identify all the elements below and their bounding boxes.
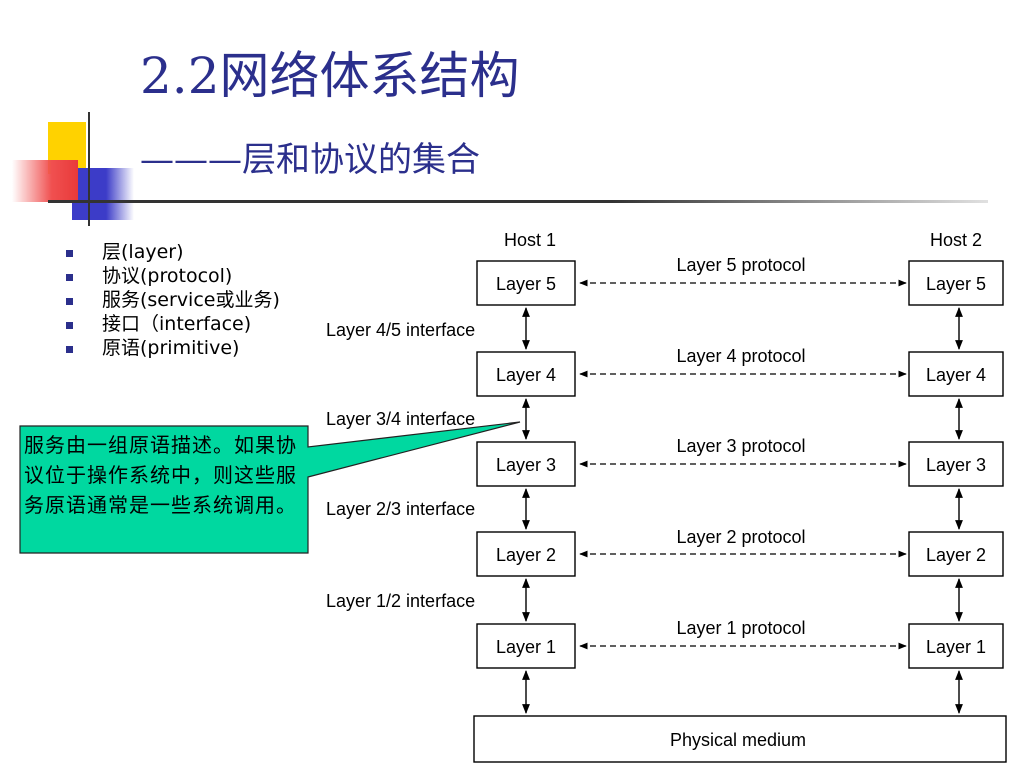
callout-bubble [19,421,521,554]
host1-layer4-box [476,351,576,397]
physical-medium-box [473,715,1007,763]
deco-red-square [12,160,78,202]
physical-medium-label: Physical medium [670,730,806,750]
host1-layer3-box [476,441,576,487]
host1-layer5-label: Layer 5 [496,274,556,294]
layer1-protocol-label: Layer 1 protocol [676,618,805,638]
bullet-item-protocol: 协议(protocol) [62,264,280,288]
bullet-list: 层(layer) 协议(protocol) 服务(service或业务) 接口（… [62,240,280,360]
host2-layer2-box [908,531,1004,577]
bullet-item-service: 服务(service或业务) [62,288,280,312]
host1-layer3-label: Layer 3 [496,455,556,475]
host2-layer5-box [908,260,1004,306]
bullet-item-interface: 接口（interface) [62,312,280,336]
host1-layer1-label: Layer 1 [496,637,556,657]
interface-label-34: Layer 3/4 interface [326,409,475,429]
host2-layer2-label: Layer 2 [926,545,986,565]
interface-label-23: Layer 2/3 interface [326,499,475,519]
interface-label-12: Layer 1/2 interface [326,591,475,611]
deco-horizontal-line [48,200,988,203]
page-title: 2.2网络体系结构 [140,47,520,105]
callout-text: 服务由一组原语描述。如果协议位于操作系统中，则这些服务原语通常是一些系统调用。 [24,433,297,517]
interface-label-45: Layer 4/5 interface [326,320,475,340]
host2-label: Host 2 [930,230,982,250]
host1-layer2-box [476,531,576,577]
bullet-item-primitive: 原语(primitive) [62,336,280,360]
deco-vertical-line [88,112,90,226]
host2-layer3-box [908,441,1004,487]
host2-layer5-label: Layer 5 [926,274,986,294]
host1-layer5-box [476,260,576,306]
host1-layer2-label: Layer 2 [496,545,556,565]
host2-layer4-box [908,351,1004,397]
host1-layer4-label: Layer 4 [496,365,556,385]
layer3-protocol-label: Layer 3 protocol [676,436,805,456]
host2-layer3-label: Layer 3 [926,455,986,475]
bullet-item-layer: 层(layer) [62,240,280,264]
host1-layer1-box [476,623,576,669]
host1-label: Host 1 [504,230,556,250]
layer4-protocol-label: Layer 4 protocol [676,346,805,366]
page-subtitle: ———层和协议的集合 [140,140,480,180]
layer5-protocol-label: Layer 5 protocol [676,255,805,275]
layer2-protocol-label: Layer 2 protocol [676,527,805,547]
host2-layer1-label: Layer 1 [926,637,986,657]
deco-blue-square [72,168,134,220]
host2-layer4-label: Layer 4 [926,365,986,385]
host2-layer1-box [908,623,1004,669]
